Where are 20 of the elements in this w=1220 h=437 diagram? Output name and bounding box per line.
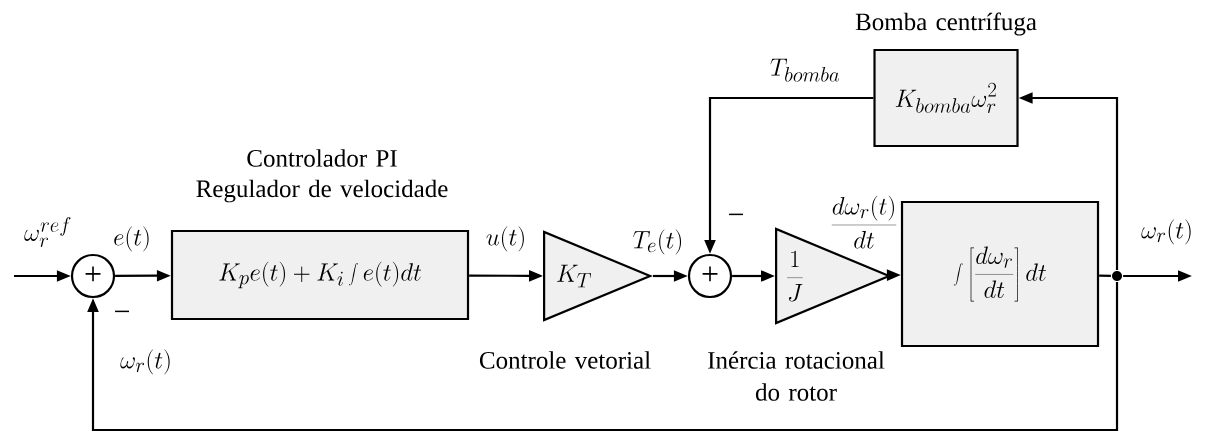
block-caption: Controle vetorial: [479, 351, 651, 369]
block-caption: −: [729, 213, 743, 216]
branch-point: [1112, 271, 1122, 281]
edge-label: $\omega_r(t)$: [1140, 218, 1194, 246]
block-caption: −: [115, 310, 129, 313]
summing-junction: +: [70, 253, 116, 299]
edge-label: $T_{bomba}$: [768, 57, 842, 83]
summing-junction: +: [687, 253, 733, 299]
block-caption: Inércia rotacional do rotor: [708, 351, 885, 401]
arrow: [87, 282, 1119, 432]
block-caption: Regulador de velocidade: [196, 179, 448, 203]
edge-label: $e(t)$: [112, 225, 152, 253]
transfer-block: $K_{bomba}\omega_r^2$: [873, 48, 1019, 148]
edge-label: $\omega_r^{ref}$: [23, 216, 73, 248]
transfer-block: $K_p e(t)+K_i\int e(t)dt$: [170, 229, 470, 321]
edge-label: $u(t)$: [484, 225, 528, 253]
block-caption: Controlador PI: [247, 149, 397, 167]
block-caption: Bomba centrífuga: [855, 12, 1037, 36]
edge-label: $\omega_r(t)$: [119, 348, 173, 376]
transfer-block: $\int\left[\frac{d\omega_r}{dt}\right]dt$: [900, 200, 1100, 348]
